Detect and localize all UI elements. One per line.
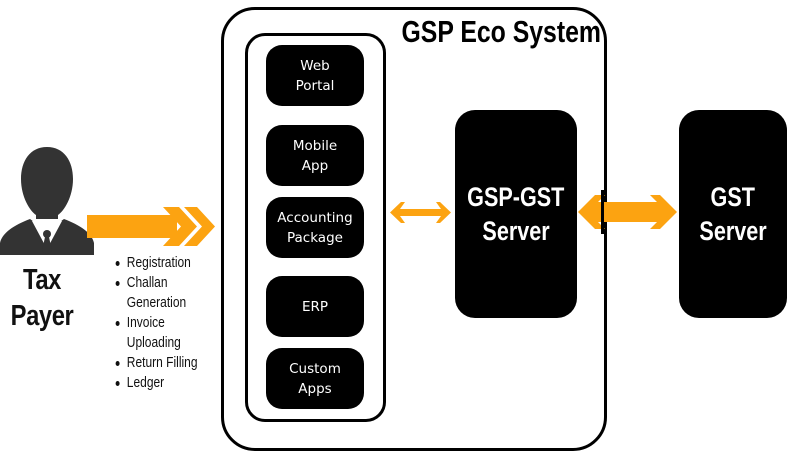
service-item-ledger: Ledger [114,373,223,393]
gst-server-box: GST Server [679,110,787,318]
tax-payer-label-line1: Tax [22,264,61,296]
gspgst-gst-bidirectional-arrow-icon [578,195,677,229]
tax-payer-label-line2: Payer [10,300,74,332]
client-accounting-package: Accounting Package [266,197,364,258]
double-arrow-shape [578,195,677,229]
client-erp: ERP [266,276,364,337]
arrow-shaft [87,215,177,238]
client-web-portal: Web Portal [266,45,364,106]
taxpayer-to-clients-arrow-icon [87,207,215,246]
clients-gspgst-bidirectional-arrow-icon [390,202,451,223]
service-item-challan-generation: Challan Generation [114,273,223,313]
client-applications-container [245,33,386,422]
arrow-chevron-1 [163,207,197,246]
person-icon [0,147,94,255]
person-tie-knot [43,230,51,238]
eco-system-border-overlay [601,190,604,234]
arrow-chevron-2 [184,207,215,246]
gsp-eco-system-container [221,7,607,451]
person-head [21,147,73,219]
gsp-gst-server-box: GSP-GST Server [455,110,577,318]
person-tie [42,237,52,255]
tax-payer-label: Tax Payer [8,262,77,334]
service-item-return-filling: Return Filling [114,353,223,373]
gsp-eco-system-title: GSP Eco System [401,14,601,49]
client-custom-apps: Custom Apps [266,348,364,409]
client-mobile-app: Mobile App [266,125,364,186]
service-item-registration: Registration [114,253,223,273]
service-item-invoice-uploading: Invoice Uploading [114,313,223,353]
double-arrow-shape [390,202,451,223]
services-list: Registration Challan Generation Invoice … [114,253,250,393]
